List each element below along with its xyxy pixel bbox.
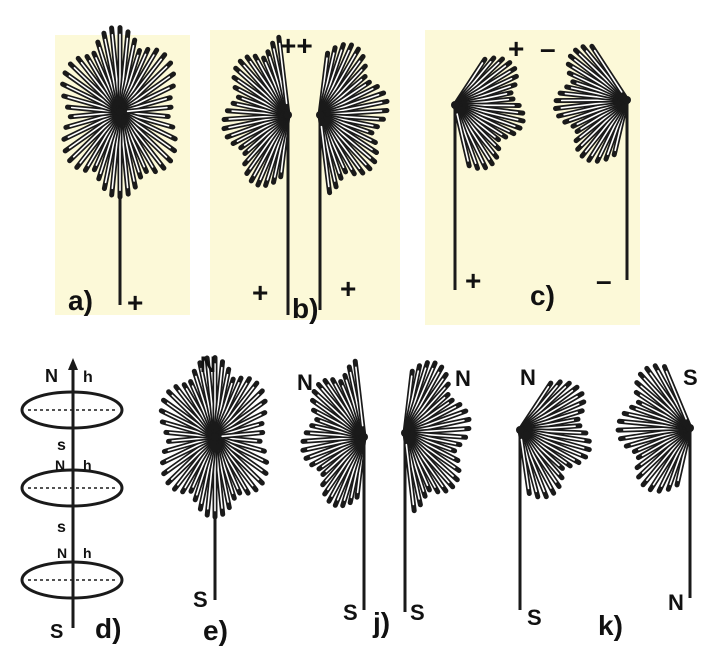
tuft-k-left xyxy=(516,382,589,497)
panel-c-top-right-sign: – xyxy=(540,33,556,64)
panel-c-label: c) xyxy=(530,280,555,311)
pole-d-5: h xyxy=(83,457,92,473)
pole-d-8: h xyxy=(83,545,92,561)
tuft-center xyxy=(211,433,219,441)
panel-j-label: j) xyxy=(372,607,390,638)
tuft-e xyxy=(161,358,266,517)
panel-e-bottom-pole: S xyxy=(193,587,208,612)
pole-d-3: s xyxy=(57,437,66,454)
pole-d-1: N xyxy=(45,366,58,386)
arrow-head xyxy=(68,358,78,370)
panel-j-left-pole: S xyxy=(343,600,358,625)
panel-b-right-sign: + xyxy=(340,273,356,304)
panel-k-right-pole: N xyxy=(668,590,684,615)
panel-k-left-pole: S xyxy=(527,605,542,630)
pole-d-4: N xyxy=(55,457,65,473)
panel-d-label: d) xyxy=(95,613,121,644)
tuft-center xyxy=(284,111,292,119)
tuft-center xyxy=(686,424,694,432)
panel-c-left-sign: + xyxy=(465,265,481,296)
tuft-center xyxy=(623,96,631,104)
panel-j-top-right-pole: N xyxy=(455,366,471,391)
panel-k-top-left-pole: N xyxy=(520,365,536,390)
pole-d-7: N xyxy=(57,545,67,561)
panel-e-top-pole: N xyxy=(200,352,216,377)
panel-b-top-signs: ++ xyxy=(280,30,313,61)
tuft-center xyxy=(516,426,524,434)
panel-e-label: e) xyxy=(203,615,228,646)
panel-b-left-sign: + xyxy=(252,277,268,308)
panel-c-top-left-sign: + xyxy=(508,33,524,64)
tuft-center xyxy=(360,433,368,441)
tuft-center xyxy=(401,429,409,437)
tuft-center xyxy=(316,111,324,119)
panel-b-label: b) xyxy=(292,293,318,324)
pole-d-9: S xyxy=(50,621,63,643)
panel-a-sign: + xyxy=(127,287,143,318)
panel-c-right-sign: – xyxy=(596,265,612,296)
tuft-center xyxy=(451,101,459,109)
panel-k-top-right-pole: S xyxy=(683,365,698,390)
pole-d-6: s xyxy=(57,519,66,536)
tuft-center xyxy=(116,108,124,116)
panel-j-top-left-pole: N xyxy=(297,370,313,395)
panel-k-label: k) xyxy=(598,610,623,641)
panel-j-right-pole: S xyxy=(410,600,425,625)
pole-d-2: h xyxy=(83,369,93,386)
panel-a-label: a) xyxy=(68,285,93,316)
